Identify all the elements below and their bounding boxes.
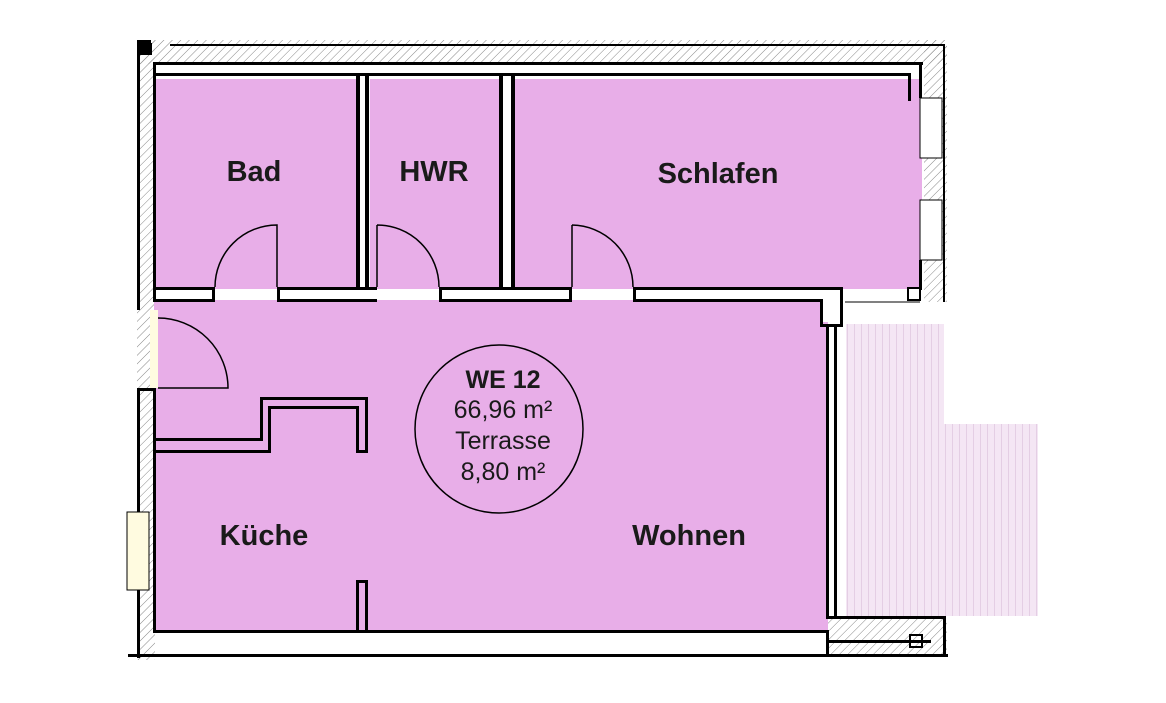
room-label-schlafen: Schlafen [658,158,779,190]
window-kueche [126,511,150,591]
unit-info: WE 12 66,96 m² Terrasse 8,80 m² [414,344,584,514]
room-label-hwr: HWR [399,156,468,188]
door-entrance [157,317,229,389]
walls [128,40,948,658]
door-bad [214,224,278,288]
doors [157,224,920,389]
door-hwr [376,224,440,288]
window-schlafen-2 [919,199,943,261]
room-label-bad: Bad [227,156,282,188]
bad-fill [154,79,358,289]
window-entrance [150,310,158,388]
window-schlafen-1 [919,97,943,159]
terrace [846,324,1038,616]
room-fills [154,79,922,631]
door-schlafen [571,224,634,288]
unit-area: 66,96 m² [454,396,553,424]
terrace-area: 8,80 m² [461,458,546,486]
wohnen-kueche-fill [154,300,828,631]
room-label-wohnen: Wohnen [632,520,746,552]
hwr-fill [370,79,501,289]
unit-info-circle [414,344,584,514]
terrace-label: Terrasse [455,427,551,455]
unit-name: WE 12 [465,366,540,394]
room-label-kueche: Küche [220,520,309,552]
schlafen-fill [515,79,922,289]
windows [126,97,943,591]
